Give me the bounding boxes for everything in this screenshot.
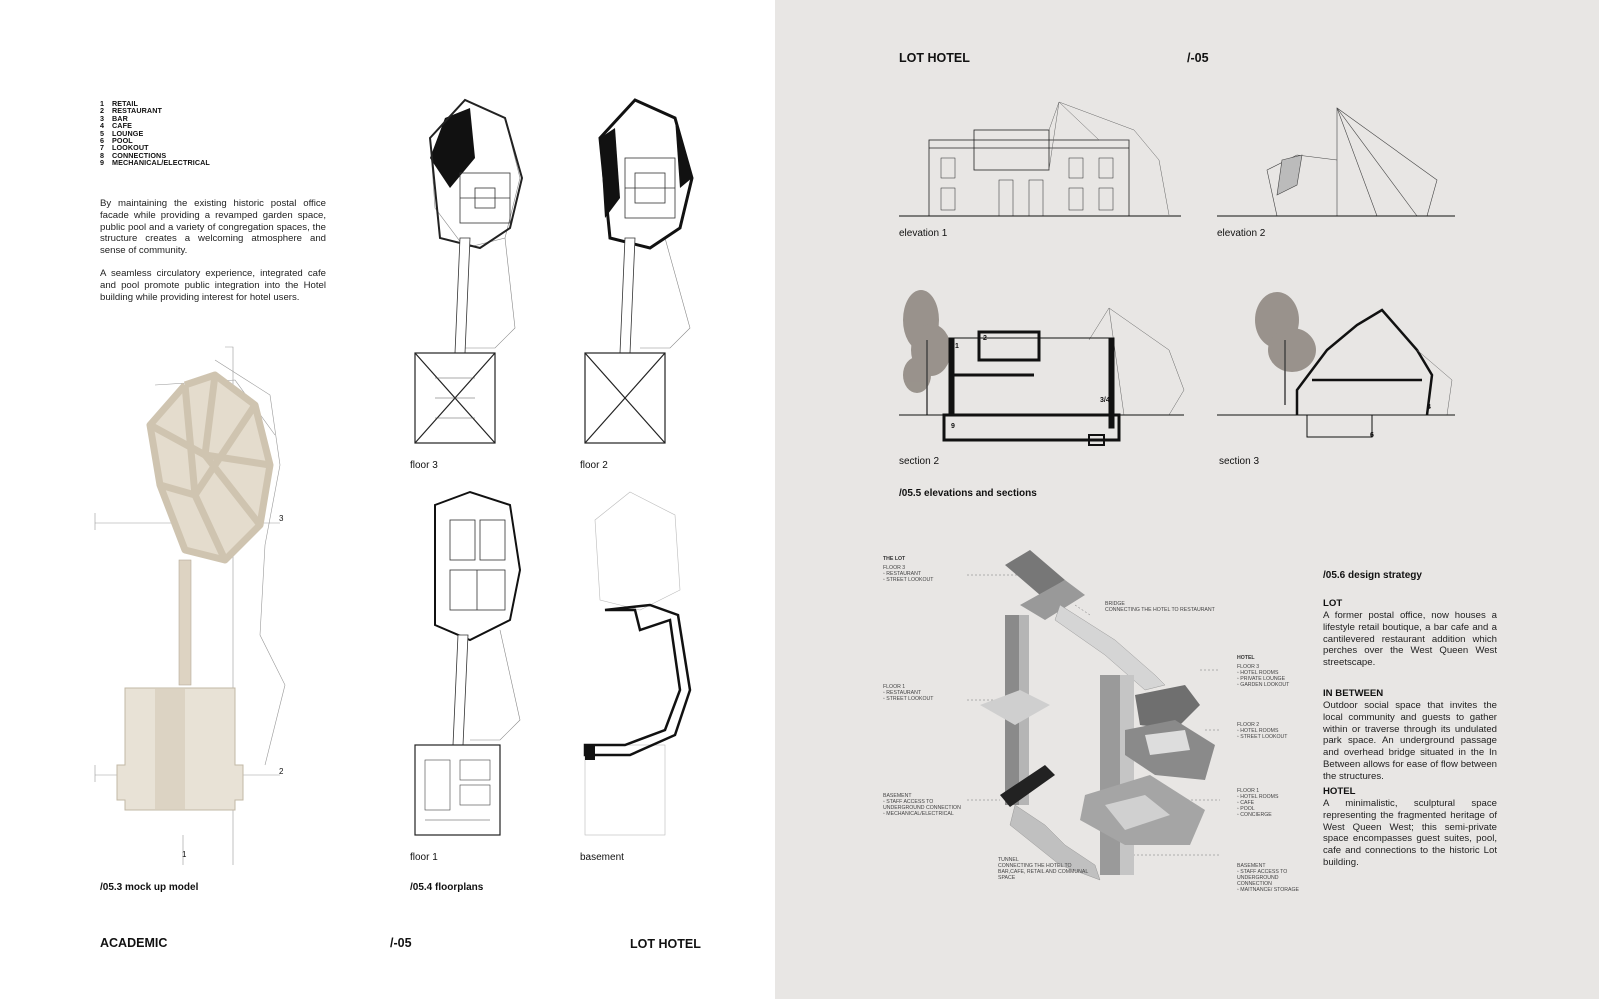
elevation1-label: elevation 1 bbox=[899, 228, 948, 239]
legend-label: RESTAURANT bbox=[112, 106, 162, 116]
floor1-label: floor 1 bbox=[410, 852, 438, 863]
model-caption: /05.3 mock up model bbox=[100, 882, 199, 893]
floor3-label: floor 3 bbox=[410, 460, 438, 471]
legend-label: RETAIL bbox=[112, 99, 139, 108]
footer-academic: ACADEMIC bbox=[100, 936, 168, 950]
legend-number: 4 bbox=[100, 121, 105, 131]
axo-bridge-note: BRIDGE CONNECTING THE HOTEL TO RESTAURAN… bbox=[1105, 601, 1215, 613]
section3-mark-4: 4 bbox=[1427, 404, 1431, 411]
legend-label: LOOKOUT bbox=[112, 143, 149, 153]
legend-label: POOL bbox=[112, 136, 133, 146]
section3-mark-6: 6 bbox=[1370, 432, 1374, 439]
footer-project-title: LOT HOTEL bbox=[630, 937, 701, 951]
intro-paragraph: By maintaining the existing historic pos… bbox=[100, 198, 326, 257]
axo-lot-floor1: FLOOR 1 ◦ RESTAURANT ◦ STREET LOOKOUT bbox=[883, 684, 934, 702]
floor2-label: floor 2 bbox=[580, 460, 608, 471]
legend-item: 2 RESTAURANT bbox=[100, 106, 210, 116]
axo-hotel-floor2: FLOOR 2 ◦ HOTEL ROOMS ◦ STREET LOOKOUT bbox=[1237, 722, 1288, 740]
program-legend: 1 RETAIL 2 RESTAURANT 3 BAR 4 CAFE 5 LOUNGE 6… bbox=[100, 100, 210, 167]
axo-hotel-basement: BASEMENT ◦ STAFF ACCESS TO UNDERGROUND C… bbox=[1237, 863, 1299, 893]
footer-page-number: /-05 bbox=[390, 936, 412, 950]
axo-hotel-floor3: FLOOR 3 ◦ HOTEL ROOMS ◦ PRIVATE LOUNGE ◦… bbox=[1237, 664, 1290, 688]
legend-item: 7 LOOKOUT bbox=[100, 143, 210, 153]
left-page: 1 RETAIL 2 RESTAURANT 3 BAR 4 CAFE 5 LOUNGE 6… bbox=[0, 0, 775, 999]
legend-number: 3 bbox=[100, 113, 105, 123]
floor1-plan bbox=[414, 490, 522, 836]
section2-mark-34: 3/4 bbox=[1100, 397, 1110, 404]
elevation2-drawing bbox=[1217, 107, 1455, 217]
legend-number: 6 bbox=[100, 136, 105, 146]
legend-label: CONNECTIONS bbox=[112, 150, 167, 160]
model-marker-2: 2 bbox=[279, 767, 284, 776]
right-page: LOT HOTEL /-05 elevation 1 bbox=[775, 0, 1599, 999]
hotel-text: A minimalistic, sculptural space represe… bbox=[1323, 798, 1497, 868]
legend-item: 3 BAR bbox=[100, 113, 210, 123]
legend-item: 9 MECHANICAL/ELECTRICAL bbox=[100, 158, 210, 168]
legend-label: LOUNGE bbox=[112, 128, 144, 138]
axo-hotel-floor1: FLOOR 1 ◦ HOTEL ROOMS ◦ CAFE ◦ POOL ◦ CO… bbox=[1237, 788, 1279, 818]
page-number: /-05 bbox=[1187, 51, 1209, 65]
axo-the-lot-title: THE LOT bbox=[883, 556, 906, 562]
design-strategy-lot: LOT A former postal office, now houses a… bbox=[1323, 598, 1497, 669]
design-strategy-in-between: IN BETWEEN Outdoor social space that inv… bbox=[1323, 688, 1497, 783]
in-between-heading: IN BETWEEN bbox=[1323, 688, 1384, 699]
elevations-caption: /05.5 elevations and sections bbox=[899, 488, 1037, 499]
legend-label: MECHANICAL/ELECTRICAL bbox=[112, 158, 210, 168]
axo-lot-basement: BASEMENT ◦ STAFF ACCESS TO UNDERGROUND C… bbox=[883, 793, 961, 817]
section2-mark-9: 9 bbox=[951, 423, 955, 430]
design-strategy-title: /05.6 design strategy bbox=[1323, 570, 1422, 581]
legend-number: 5 bbox=[100, 128, 105, 138]
section2-label: section 2 bbox=[899, 456, 940, 467]
legend-number: 9 bbox=[100, 158, 105, 168]
axonometric-diagram bbox=[967, 550, 1220, 881]
axo-hotel-title: HOTEL bbox=[1237, 655, 1255, 661]
hotel-heading: HOTEL bbox=[1323, 786, 1356, 797]
floor3-plan bbox=[414, 98, 524, 444]
legend-label: CAFE bbox=[112, 121, 132, 131]
elevation1-drawing bbox=[899, 101, 1181, 217]
model-marker-1: 1 bbox=[182, 850, 187, 859]
axo-tunnel-note: TUNNEL CONNECTING THE HOTEL TO BAR,CAFE,… bbox=[998, 857, 1089, 881]
section3-label: section 3 bbox=[1219, 456, 1260, 467]
legend-number: 2 bbox=[100, 106, 105, 116]
floor2-plan bbox=[584, 98, 694, 444]
lot-heading: LOT bbox=[1323, 598, 1343, 609]
section3-drawing bbox=[1217, 292, 1455, 438]
floorplans-caption: /05.4 floorplans bbox=[410, 882, 484, 893]
legend-item: 5 LOUNGE bbox=[100, 128, 210, 138]
legend-number: 7 bbox=[100, 143, 105, 153]
model-marker-3: 3 bbox=[279, 514, 284, 523]
elevation2-label: elevation 2 bbox=[1217, 228, 1266, 239]
mockup-model-drawing bbox=[94, 346, 286, 865]
section2-mark-2: 2 bbox=[983, 335, 987, 342]
basement-plan bbox=[583, 491, 692, 836]
in-between-text: Outdoor social space that invites the lo… bbox=[1323, 700, 1497, 782]
page-title: LOT HOTEL bbox=[899, 51, 970, 65]
section2-drawing bbox=[899, 290, 1185, 446]
section2-mark-1: 1 bbox=[955, 343, 959, 350]
legend-number: 8 bbox=[100, 150, 105, 160]
design-strategy-hotel: HOTEL A minimalistic, sculptural space r… bbox=[1323, 786, 1497, 869]
circulation-paragraph: A seamless circulatory experience, integ… bbox=[100, 268, 326, 303]
legend-item: 4 CAFE bbox=[100, 121, 210, 131]
axo-lot-floor3: FLOOR 3 ◦ RESTAURANT ◦ STREET LOOKOUT bbox=[883, 565, 934, 583]
legend-label: BAR bbox=[112, 113, 128, 123]
legend-item: 6 POOL bbox=[100, 136, 210, 146]
legend-item: 1 RETAIL bbox=[100, 99, 210, 108]
basement-label: basement bbox=[580, 852, 624, 863]
legend-item: 8 CONNECTIONS bbox=[100, 150, 210, 160]
lot-text: A former postal office, now houses a lif… bbox=[1323, 610, 1497, 669]
legend-number: 1 bbox=[100, 99, 105, 108]
